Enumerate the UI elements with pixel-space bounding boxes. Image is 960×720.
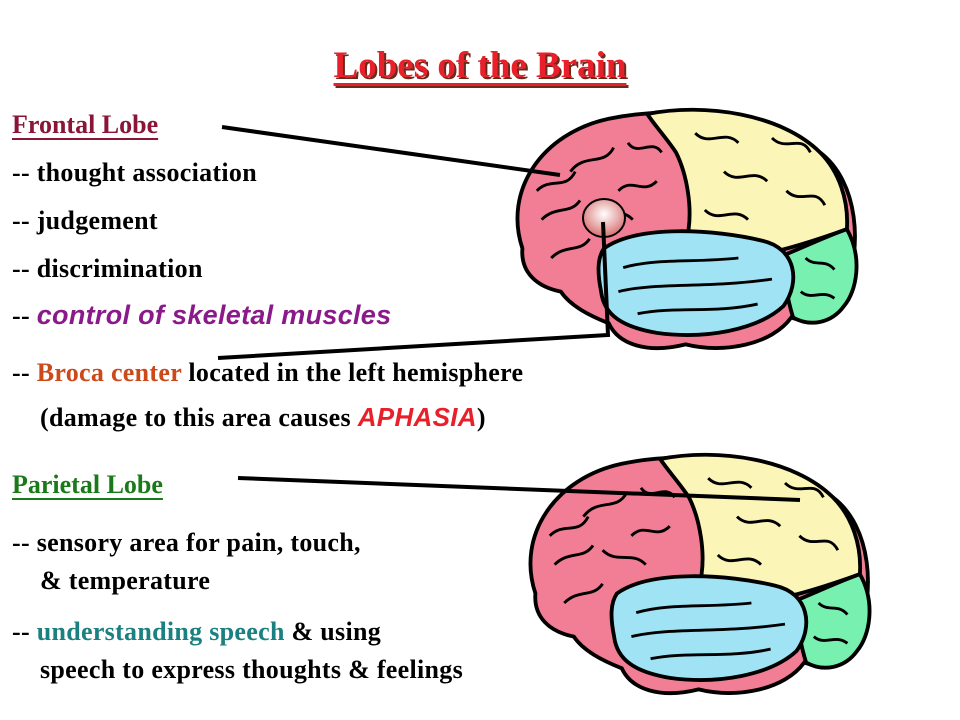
- frontal-item-damage: (damage to this area causes APHASIA): [40, 402, 486, 433]
- frontal-pointer-line: [221, 125, 561, 177]
- parietal-lobe-heading: Parietal Lobe: [12, 470, 163, 499]
- broca-term: Broca center: [36, 358, 182, 387]
- damage-suffix: ): [476, 403, 486, 432]
- parietal-item-sensory-1: -- sensory area for pain, touch,: [12, 528, 361, 557]
- frontal-item-judgement: -- judgement: [12, 206, 158, 235]
- frontal-item-thought: -- thought association: [12, 158, 257, 187]
- parietal-item-speech-2: speech to express thoughts & feelings: [40, 655, 463, 684]
- speech-prefix: --: [12, 617, 37, 646]
- control-text: control of skeletal muscles: [36, 300, 392, 330]
- broca-rest: located in the left hemisphere: [181, 358, 524, 387]
- page-title: Lobes of the Brain: [333, 45, 627, 86]
- parietal-item-speech-1: -- understanding speech & using: [12, 617, 381, 647]
- control-prefix: --: [12, 301, 37, 330]
- frontal-item-control: -- control of skeletal muscles: [12, 300, 391, 331]
- frontal-lobe-heading: Frontal Lobe: [12, 110, 159, 139]
- broca-prefix: --: [12, 358, 37, 387]
- damage-prefix: (damage to this area causes: [40, 403, 358, 432]
- aphasia-term: APHASIA: [357, 402, 477, 432]
- parietal-pointer-line: [237, 476, 801, 502]
- broca-pointer-line: [217, 221, 611, 360]
- speech-rest: & using: [284, 617, 382, 646]
- frontal-item-broca: -- Broca center located in the left hemi…: [12, 358, 523, 388]
- parietal-item-sensory-2: & temperature: [40, 566, 211, 595]
- frontal-item-discrimination: -- discrimination: [12, 254, 203, 283]
- speech-term: understanding speech: [36, 617, 285, 646]
- brain-illustration-top: [515, 107, 859, 351]
